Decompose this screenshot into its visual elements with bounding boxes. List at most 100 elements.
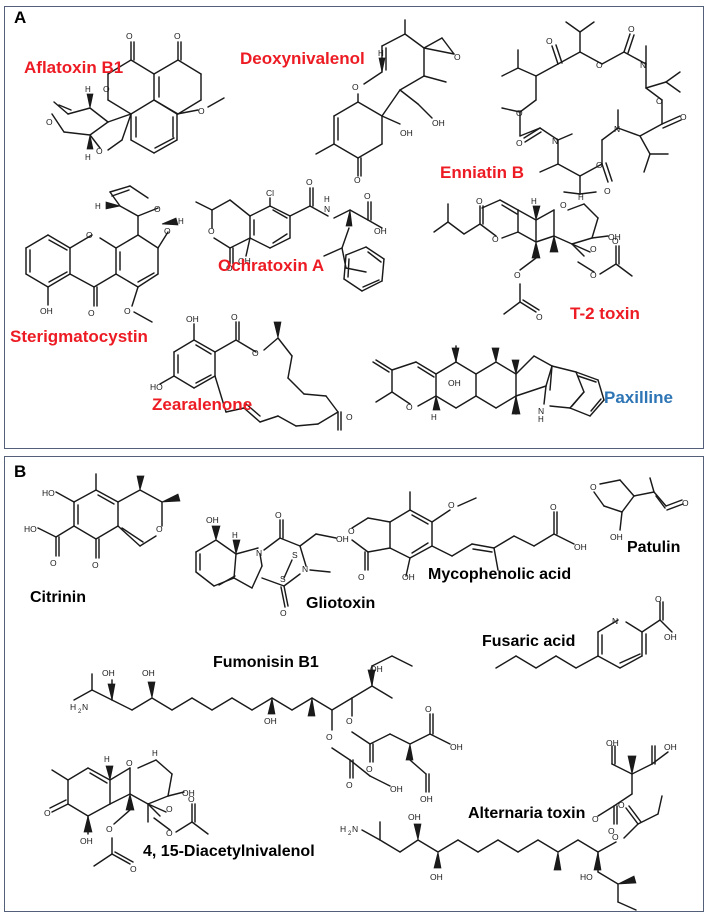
svg-text:OH: OH bbox=[390, 784, 403, 794]
svg-text:OH: OH bbox=[264, 716, 277, 726]
svg-text:HO: HO bbox=[150, 382, 163, 392]
svg-text:S: S bbox=[280, 574, 286, 584]
label-sterigmatocystin: Sterigmatocystin bbox=[10, 327, 148, 346]
svg-text:OH: OH bbox=[420, 794, 433, 804]
svg-text:H: H bbox=[324, 195, 330, 204]
label-fusaric-acid: Fusaric acid bbox=[482, 633, 576, 650]
label-citrinin: Citrinin bbox=[30, 589, 86, 606]
svg-text:H: H bbox=[85, 153, 91, 162]
svg-text:N: N bbox=[302, 564, 308, 574]
label-enniatin-b: Enniatin B bbox=[440, 163, 525, 182]
svg-text:OH: OH bbox=[80, 836, 93, 846]
svg-text:OH: OH bbox=[448, 378, 461, 388]
svg-text:O: O bbox=[50, 558, 57, 568]
svg-text:N: N bbox=[612, 616, 618, 626]
svg-text:O: O bbox=[208, 226, 215, 236]
svg-text:OH: OH bbox=[432, 118, 445, 128]
svg-text:OH: OH bbox=[102, 668, 115, 678]
svg-text:OH: OH bbox=[400, 128, 413, 138]
svg-text:HO: HO bbox=[42, 488, 55, 498]
svg-text:O: O bbox=[166, 804, 173, 814]
svg-text:O: O bbox=[156, 524, 163, 534]
svg-text:O: O bbox=[252, 348, 259, 358]
svg-text:O: O bbox=[124, 306, 131, 316]
svg-text:O: O bbox=[425, 704, 432, 714]
svg-text:OH: OH bbox=[238, 256, 251, 266]
svg-text:OH: OH bbox=[664, 632, 677, 642]
svg-text:Cl: Cl bbox=[266, 188, 274, 198]
svg-text:O: O bbox=[406, 402, 413, 412]
svg-text:O: O bbox=[364, 191, 371, 201]
svg-text:OH: OH bbox=[610, 532, 623, 542]
svg-text:O: O bbox=[306, 177, 313, 187]
structure-paxilline: O H OH bbox=[372, 326, 608, 441]
svg-text:OH: OH bbox=[450, 742, 463, 752]
label-ochratoxin-a: Ochratoxin A bbox=[218, 256, 325, 275]
svg-text:O: O bbox=[612, 832, 619, 842]
svg-text:OH: OH bbox=[142, 668, 155, 678]
svg-text:O: O bbox=[680, 112, 687, 122]
svg-text:H: H bbox=[232, 531, 238, 540]
svg-text:H: H bbox=[70, 702, 76, 712]
svg-text:2: 2 bbox=[78, 709, 82, 715]
svg-text:O: O bbox=[358, 572, 365, 582]
panel-a bbox=[4, 6, 704, 449]
structure-ochratoxin-phenyl bbox=[330, 245, 400, 311]
svg-text:OH: OH bbox=[186, 314, 199, 324]
svg-text:O: O bbox=[560, 200, 567, 210]
svg-text:O: O bbox=[516, 138, 523, 148]
svg-text:N: N bbox=[640, 60, 646, 70]
svg-text:N: N bbox=[352, 824, 358, 834]
svg-text:H: H bbox=[104, 755, 110, 764]
svg-text:H: H bbox=[85, 85, 91, 94]
svg-text:OH: OH bbox=[182, 788, 195, 798]
panel-b bbox=[4, 456, 704, 912]
svg-text:H: H bbox=[431, 413, 437, 422]
structure-4-15-diacetylnivalenol: O OH O O OH H H O bbox=[44, 746, 254, 886]
svg-text:O: O bbox=[655, 594, 662, 604]
panel-a-letter: A bbox=[14, 8, 27, 27]
svg-text:OH: OH bbox=[336, 534, 349, 544]
svg-text:OH: OH bbox=[370, 664, 383, 674]
structure-alternaria-acid-chain: OH OH O O bbox=[592, 738, 698, 852]
svg-text:O: O bbox=[130, 864, 137, 874]
svg-text:OH: OH bbox=[430, 872, 443, 882]
svg-text:O: O bbox=[346, 716, 353, 726]
svg-text:O: O bbox=[608, 826, 615, 836]
label-zearalenone: Zearalenone bbox=[152, 395, 253, 414]
label-aflatoxin-b1: Aflatoxin B1 bbox=[24, 58, 124, 77]
svg-text:O: O bbox=[280, 608, 287, 618]
svg-text:OH: OH bbox=[574, 542, 587, 552]
svg-text:O: O bbox=[596, 160, 603, 170]
structure-patulin: O O OH bbox=[590, 477, 690, 548]
svg-text:OH: OH bbox=[606, 738, 619, 748]
svg-text:O: O bbox=[612, 236, 619, 246]
svg-text:2: 2 bbox=[348, 831, 352, 837]
svg-text:N: N bbox=[256, 548, 262, 558]
label-mycophenolic-acid: Mycophenolic acid bbox=[428, 566, 572, 583]
svg-text:O: O bbox=[346, 412, 353, 422]
svg-text:O: O bbox=[590, 244, 597, 254]
svg-text:O: O bbox=[516, 108, 523, 118]
svg-text:N: N bbox=[82, 702, 88, 712]
svg-text:HO: HO bbox=[580, 872, 593, 882]
svg-text:O: O bbox=[628, 24, 635, 34]
svg-text:O: O bbox=[326, 732, 333, 742]
svg-text:O: O bbox=[174, 31, 181, 41]
svg-text:O: O bbox=[618, 800, 625, 810]
svg-text:O: O bbox=[92, 560, 99, 570]
structure-aflatoxin-b1: O O O O O bbox=[38, 22, 238, 172]
svg-text:O: O bbox=[346, 780, 353, 790]
svg-text:O: O bbox=[96, 146, 103, 156]
structure-t2-toxin: O O O O OH bbox=[432, 193, 652, 326]
svg-text:O: O bbox=[275, 510, 282, 520]
svg-text:H: H bbox=[538, 415, 544, 424]
structure-mycophenolic-acid: O O O OH bbox=[348, 482, 598, 582]
svg-text:OH: OH bbox=[408, 812, 421, 822]
svg-text:O: O bbox=[596, 60, 603, 70]
structure-enniatin-b: O N O N O N O O O O O O bbox=[490, 16, 690, 196]
label-fumonisin-b1: Fumonisin B1 bbox=[213, 654, 319, 671]
svg-text:O: O bbox=[590, 482, 597, 492]
svg-text:O: O bbox=[126, 758, 133, 768]
svg-text:O: O bbox=[226, 263, 233, 273]
